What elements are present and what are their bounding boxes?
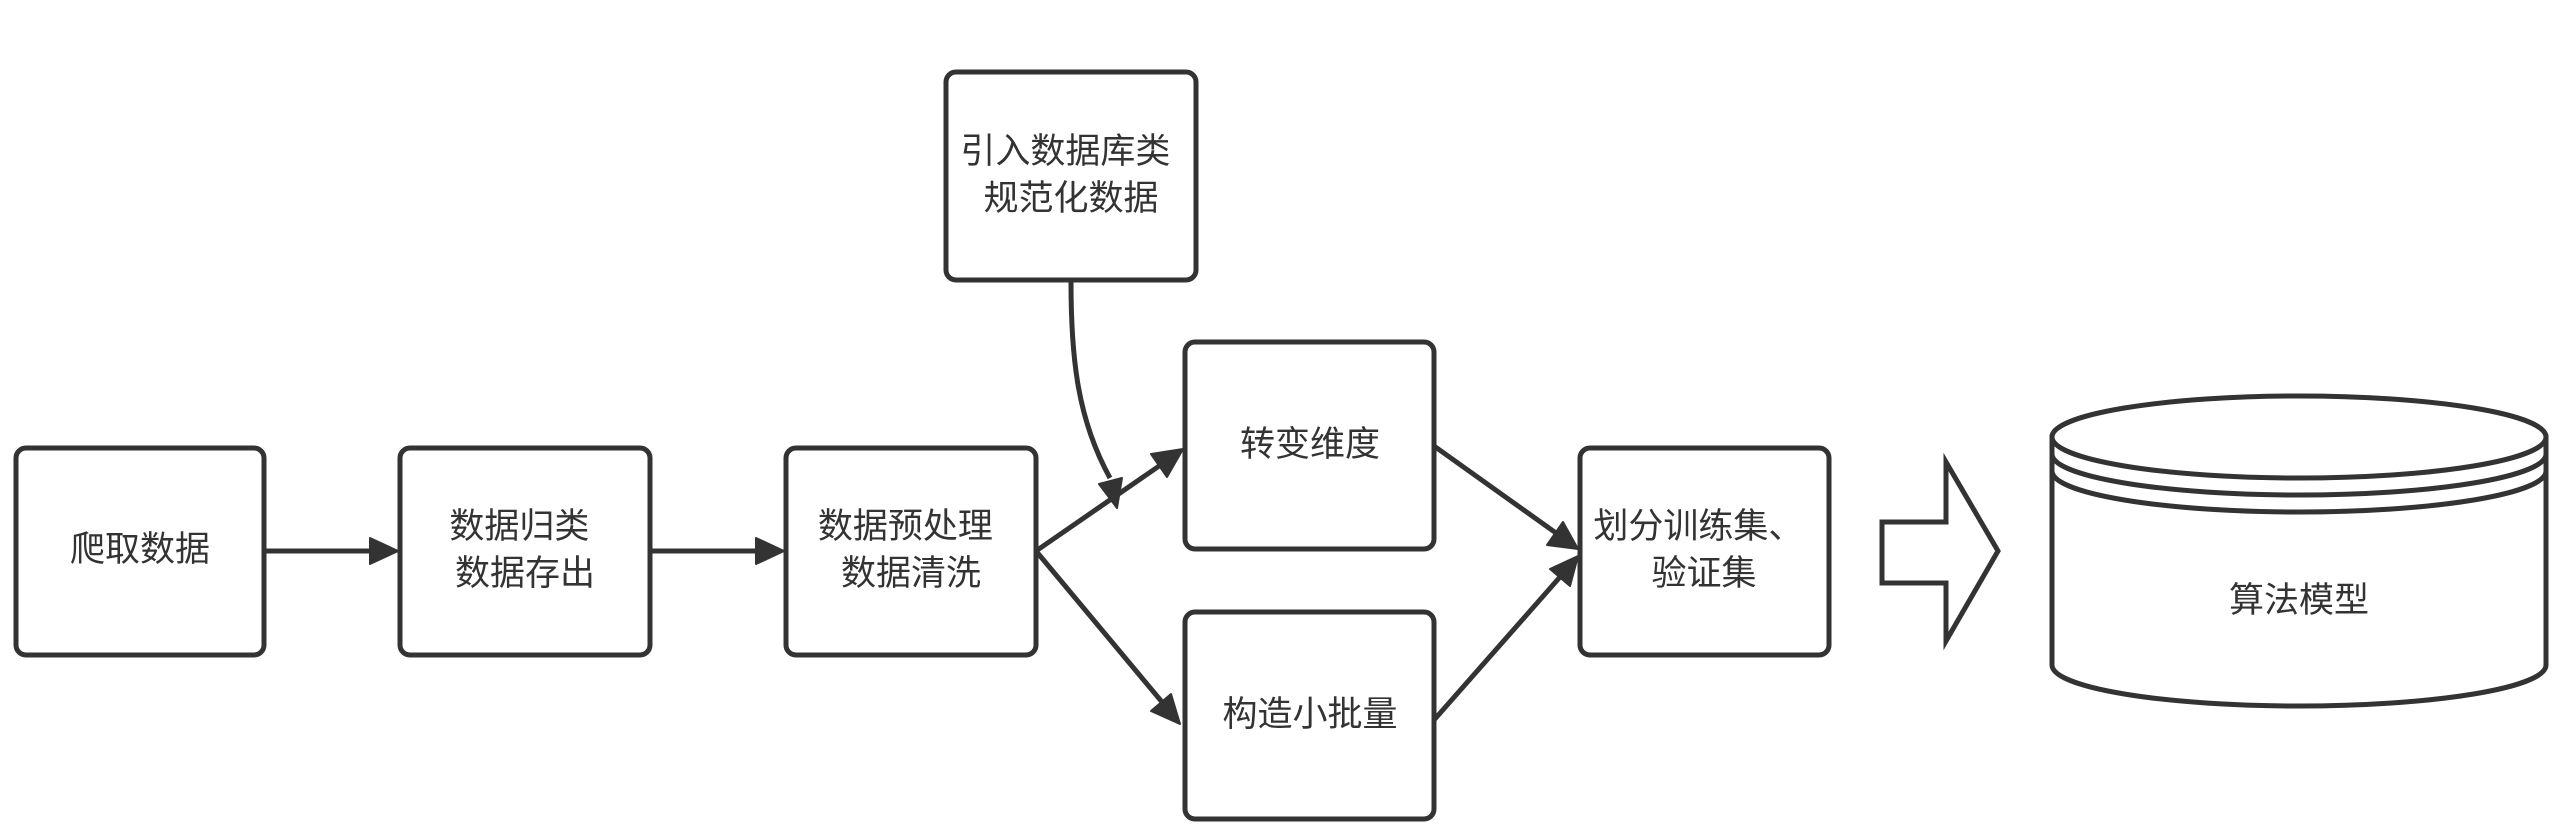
box-database <box>943 69 1199 283</box>
node-model: 算法模型 <box>2049 393 2549 709</box>
arrowhead-batch <box>1150 693 1181 725</box>
label-split: 划分训练集、 验证集 <box>1593 507 1814 594</box>
label-classify-line-1: 数据归类 <box>449 507 589 547</box>
label-database: 引入数据库类 规范化数据 <box>960 132 1181 219</box>
edge-preprocess-to-batch <box>1034 549 1164 704</box>
label-transform: 转变维度 <box>1240 425 1380 465</box>
edge-preprocess-to-transform <box>1034 461 1164 554</box>
label-classify: 数据归类 数据存出 <box>449 507 600 594</box>
box-split <box>1577 445 1832 658</box>
label-model: 算法模型 <box>2229 581 2369 621</box>
box-batch <box>1182 609 1437 822</box>
box-crawl <box>13 445 267 658</box>
node-classify: 数据归类 数据存出 <box>397 445 653 658</box>
block-arrow <box>1879 452 2001 651</box>
node-preprocess: 数据预处理 数据清洗 <box>783 445 1039 658</box>
arrowhead-transform <box>1150 448 1184 478</box>
label-preprocess: 数据预处理 数据清洗 <box>818 507 1004 594</box>
edge-database-to-transform <box>1068 281 1113 480</box>
arrowhead-preprocess <box>755 537 785 565</box>
label-split-line-1: 划分训练集、 <box>1593 507 1803 547</box>
box-classify <box>397 445 653 658</box>
node-split: 划分训练集、 验证集 <box>1577 445 1832 658</box>
label-transform-line-1: 转变维度 <box>1240 425 1380 465</box>
cylinder-ring-2 <box>2049 470 2549 515</box>
node-database: 引入数据库类 规范化数据 <box>943 69 1199 283</box>
label-crawl-line-1: 爬取数据 <box>70 530 210 570</box>
label-preprocess-line-1: 数据预处理 <box>818 507 993 547</box>
cylinder-ring-1 <box>2049 453 2549 498</box>
arrowhead-database-merge <box>1098 477 1123 509</box>
node-batch: 构造小批量 <box>1182 609 1437 822</box>
label-preprocess-line-2: 数据清洗 <box>841 554 981 594</box>
box-transform <box>1182 339 1437 552</box>
label-classify-line-2: 数据存出 <box>455 554 595 594</box>
node-crawl: 爬取数据 <box>13 445 267 658</box>
label-model-line-1: 算法模型 <box>2229 581 2369 621</box>
label-crawl: 爬取数据 <box>70 530 210 570</box>
label-batch-line-1: 构造小批量 <box>1222 695 1397 735</box>
arrowhead-classify <box>369 537 399 565</box>
edges <box>264 281 1579 725</box>
cylinder-top <box>2049 393 2549 481</box>
label-database-line-2: 规范化数据 <box>983 179 1158 219</box>
edge-batch-to-split <box>1432 575 1562 722</box>
label-split-line-2: 验证集 <box>1651 554 1756 594</box>
box-preprocess <box>783 445 1039 658</box>
edge-transform-to-split <box>1432 443 1558 536</box>
label-database-line-1: 引入数据库类 <box>960 132 1170 172</box>
arrowhead-split-top <box>1546 521 1579 550</box>
node-transform: 转变维度 <box>1182 339 1437 552</box>
arrowhead-split-bottom <box>1549 555 1579 587</box>
label-batch: 构造小批量 <box>1222 695 1397 735</box>
